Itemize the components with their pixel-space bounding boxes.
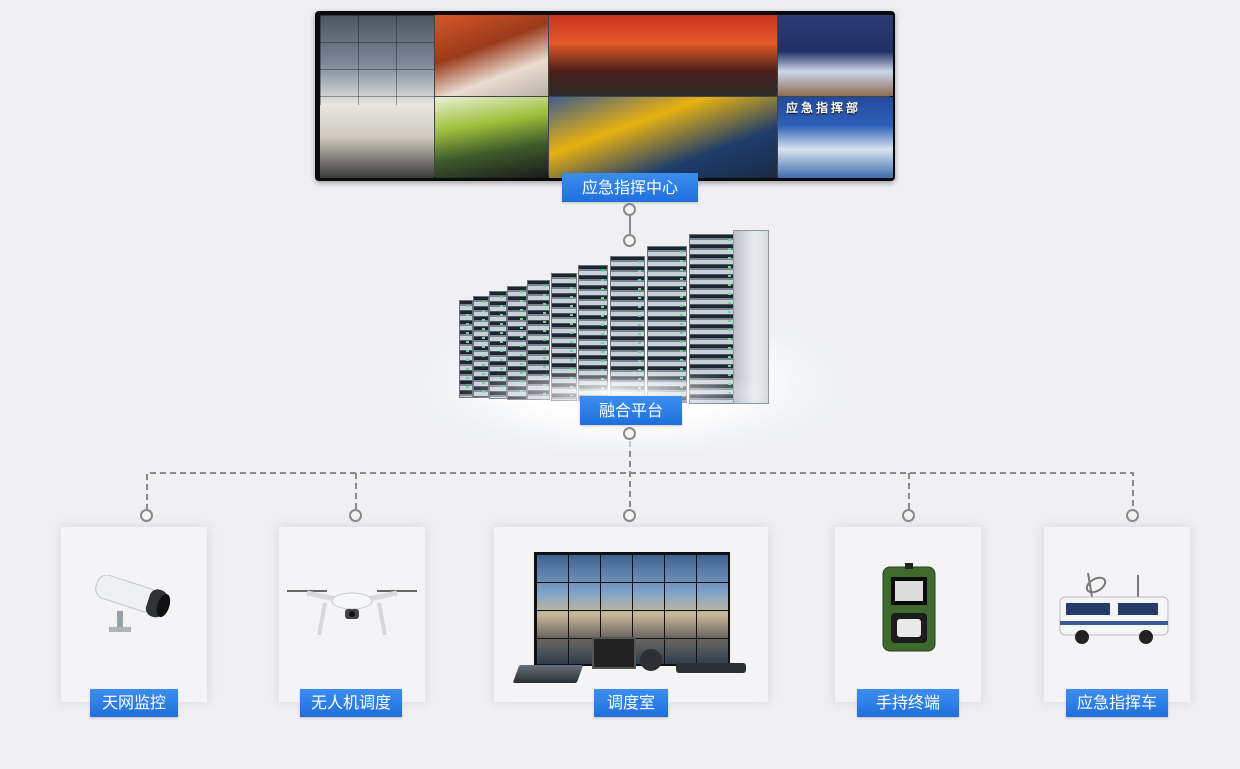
- label-handheld: 手持终端: [857, 689, 959, 717]
- wall-tile-command-office: 应急指挥部: [778, 97, 893, 178]
- label-surveillance: 天网监控: [90, 689, 178, 717]
- device-card-command-vehicle: [1044, 527, 1190, 702]
- command-center-label: 应急指挥中心: [562, 173, 698, 202]
- label-dispatch-room: 调度室: [594, 689, 668, 717]
- video-wall: 应急指挥部: [315, 11, 895, 181]
- fusion-platform-label: 融合平台: [580, 396, 682, 425]
- wall-tile-workers: [435, 15, 548, 96]
- wall-tile-meeting: [778, 15, 893, 96]
- device-card-dispatch-room: [494, 527, 768, 702]
- connector-node: [140, 509, 153, 522]
- label-drone: 无人机调度: [300, 689, 402, 717]
- dispatch-soundbar: [676, 663, 746, 673]
- connector-node: [902, 509, 915, 522]
- connector-node: [623, 427, 636, 440]
- connector-node: [349, 509, 362, 522]
- wall-tile-rescue: [435, 97, 548, 178]
- device-card-drone: [279, 527, 425, 702]
- dispatch-ptz-camera: [640, 649, 662, 671]
- connector-node: [1126, 509, 1139, 522]
- server-cluster-icon: [455, 228, 775, 408]
- wall-tile-control-room: [320, 15, 434, 178]
- command-vehicle-icon: [1058, 571, 1176, 647]
- handheld-terminal-icon: [881, 563, 937, 653]
- label-command-vehicle: 应急指挥车: [1066, 689, 1168, 717]
- device-card-surveillance: [61, 527, 207, 702]
- wall-sign: 应急指挥部: [786, 99, 861, 116]
- surveillance-camera-icon: [91, 575, 177, 637]
- wall-tile-hardhat: [549, 97, 777, 178]
- connector-node: [623, 203, 636, 216]
- dispatch-server-box: [513, 665, 584, 683]
- device-card-handheld: [835, 527, 981, 702]
- wall-tile-firefighter: [549, 15, 777, 96]
- dispatch-monitor: [592, 637, 636, 669]
- drone-icon: [285, 585, 419, 643]
- connector-node: [623, 509, 636, 522]
